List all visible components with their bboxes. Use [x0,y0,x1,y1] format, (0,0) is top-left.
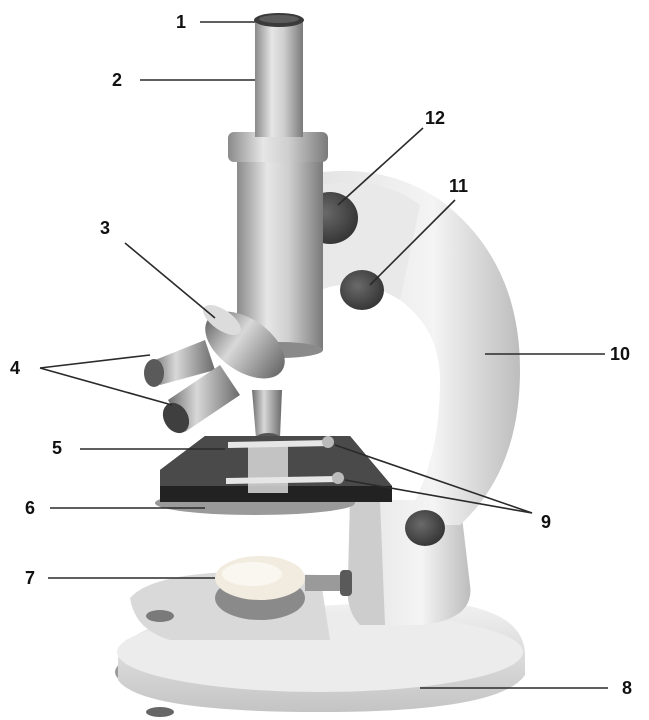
label-11: 11 [449,176,468,196]
label-7: 7 [25,568,35,588]
label-12: 12 [425,108,445,128]
label-9: 9 [541,512,551,532]
body-tube [228,13,328,358]
leader-line-4a [40,355,150,368]
label-5: 5 [52,438,62,458]
label-10: 10 [610,344,630,364]
leader-line-3 [125,243,215,318]
label-6: 6 [25,498,35,518]
label-8: 8 [622,678,632,698]
label-1: 1 [176,12,186,32]
label-3: 3 [100,218,110,238]
label-4: 4 [10,358,20,378]
label-2: 2 [112,70,122,90]
